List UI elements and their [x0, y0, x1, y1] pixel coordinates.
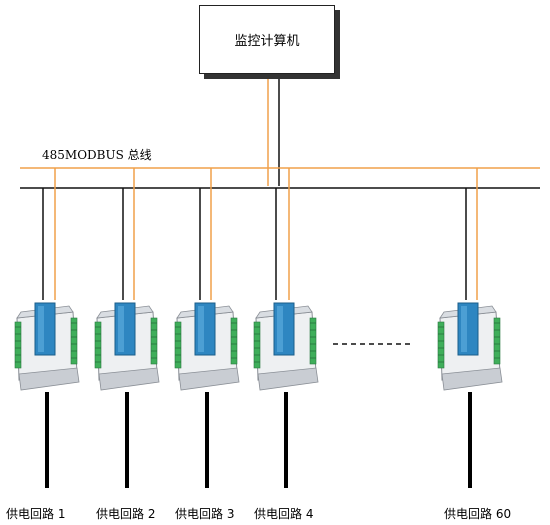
power-module-3: [174, 168, 240, 488]
power-module-2: [94, 168, 160, 488]
circuit-label-3: 供电回路 3: [175, 507, 235, 521]
module-terminal-right: [493, 317, 501, 365]
module-sensor-highlight: [118, 306, 124, 352]
module-terminal-left: [174, 321, 182, 369]
circuit-label-2: 供电回路 2: [96, 507, 156, 521]
module-terminal-left: [253, 321, 261, 369]
circuit-label-1: 供电回路 1: [6, 507, 66, 521]
power-module-1: [14, 168, 80, 488]
power-module-5: [437, 168, 503, 488]
module-terminal-left: [437, 321, 445, 369]
module-terminal-left: [94, 321, 102, 369]
circuit-label-60: 供电回路 60: [444, 507, 512, 521]
monitoring-computer: 监控计算机: [199, 5, 335, 74]
module-sensor-highlight: [198, 306, 204, 352]
module-base: [257, 367, 319, 391]
circuit-label-4: 供电回路 4: [254, 507, 314, 521]
module-base: [98, 367, 160, 391]
power-module-4: [253, 168, 319, 488]
bus-label: 485MODBUS 总线: [42, 148, 152, 162]
module-base: [441, 367, 503, 391]
module-terminal-right: [230, 317, 238, 365]
monitoring-computer-label: 监控计算机: [234, 34, 300, 49]
module-terminal-right: [150, 317, 158, 365]
module-terminal-right: [70, 317, 78, 365]
module-sensor-highlight: [277, 306, 283, 352]
module-terminal-left: [14, 321, 22, 369]
module-base: [178, 367, 240, 391]
module-base: [18, 367, 80, 391]
module-terminal-right: [309, 317, 317, 365]
module-sensor-highlight: [38, 306, 44, 352]
module-sensor-highlight: [461, 306, 467, 352]
